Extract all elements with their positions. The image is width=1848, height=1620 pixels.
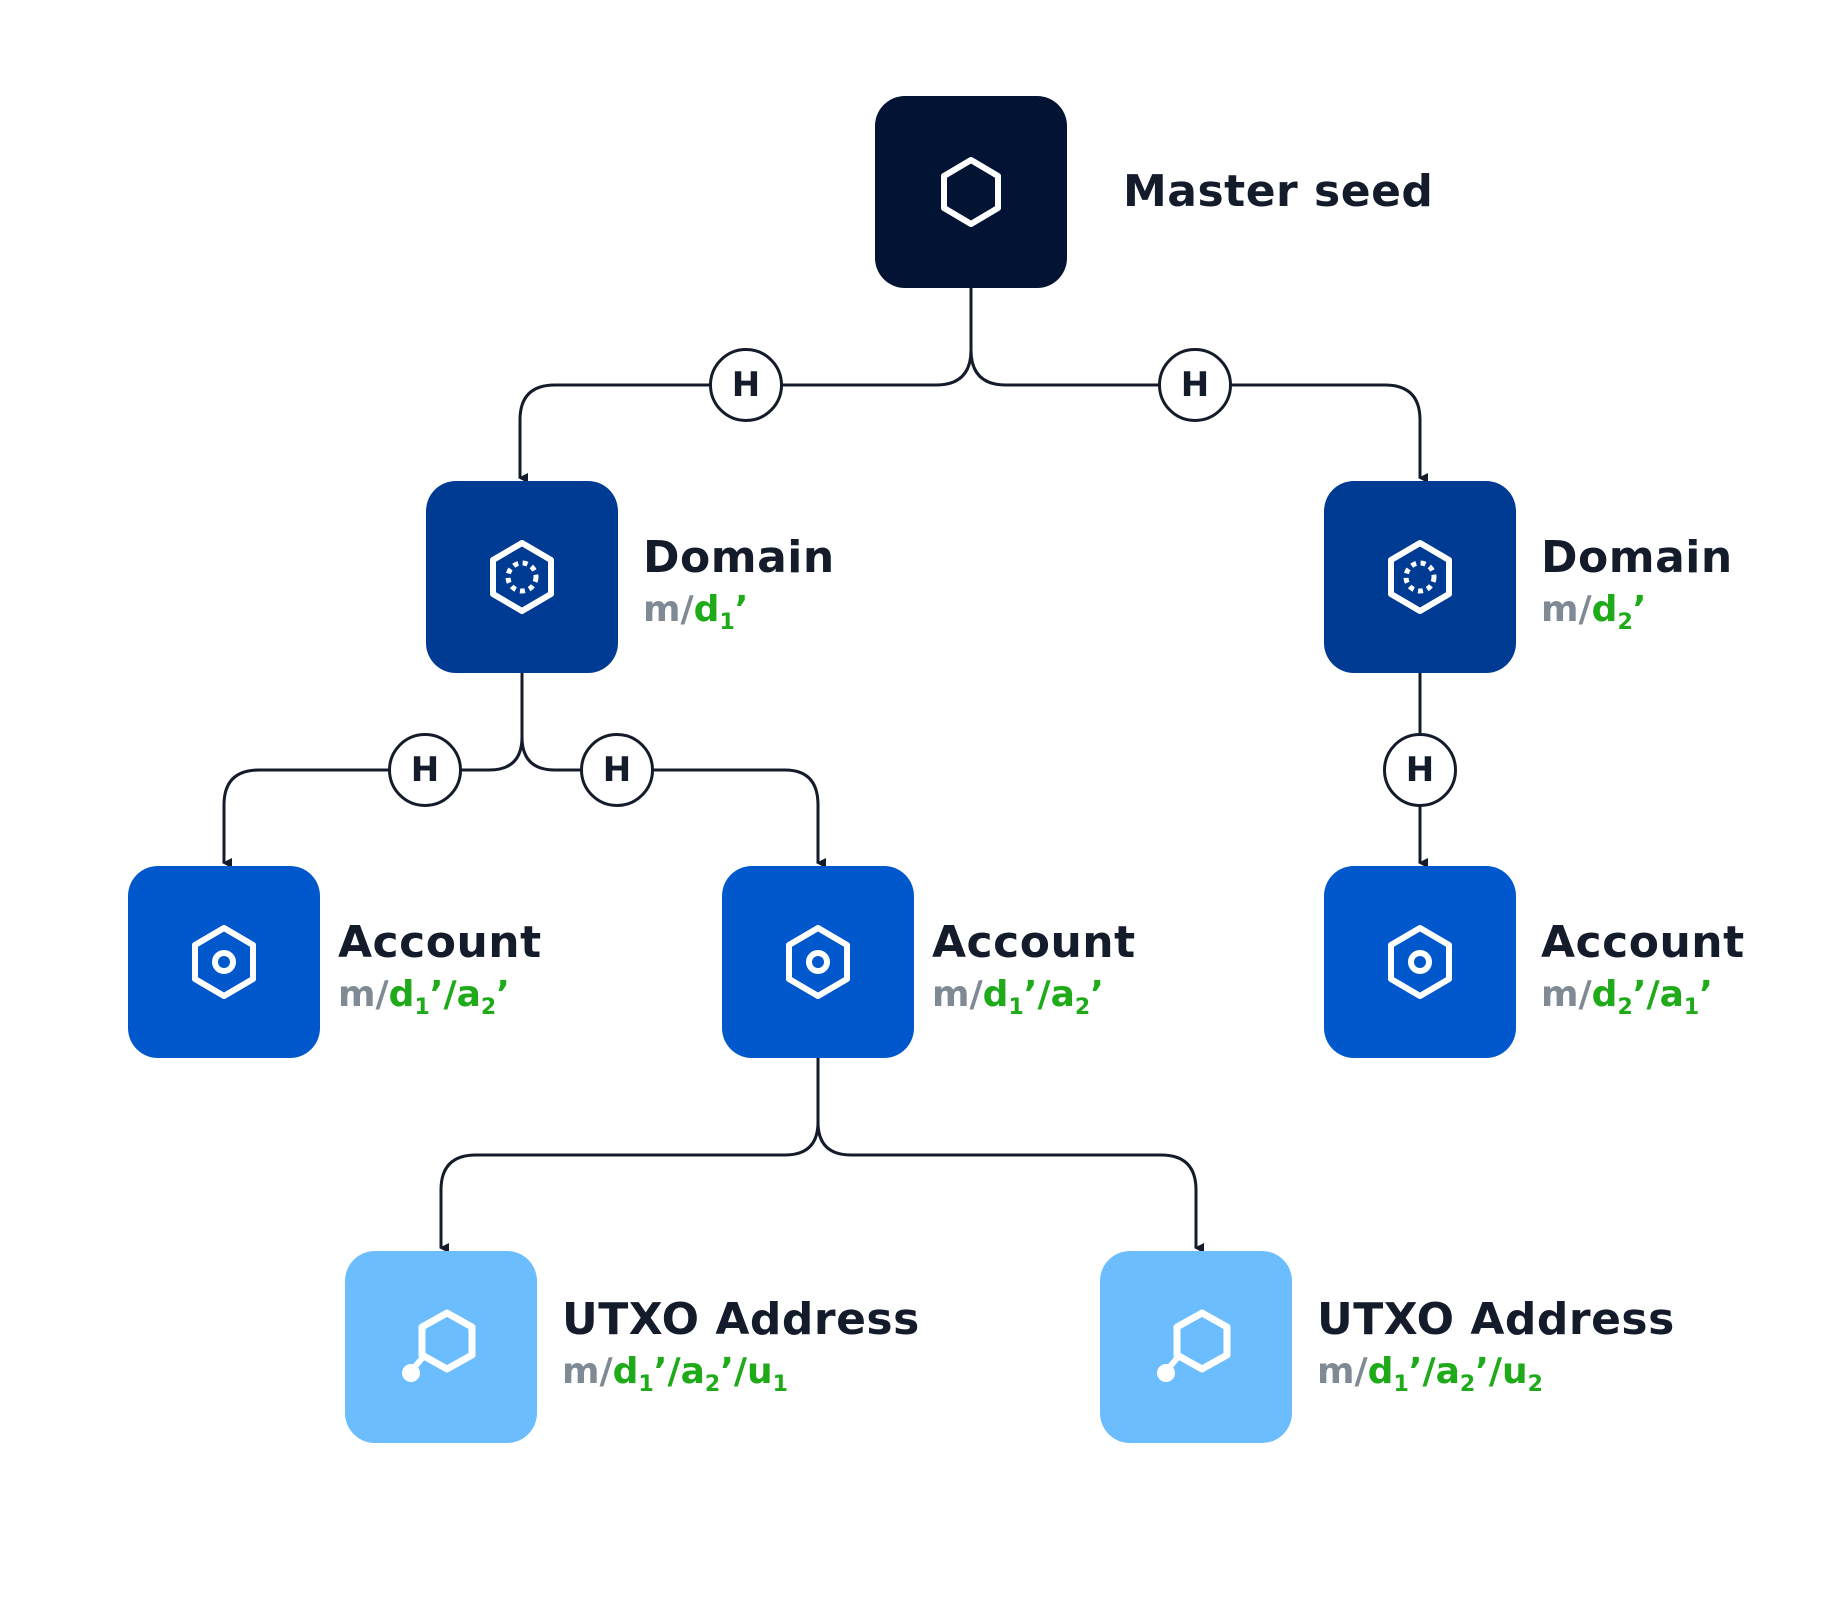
derivation-path: m/d2’	[1541, 589, 1647, 635]
hexagon-outline-icon	[941, 157, 1001, 227]
master-seed-label: Master seed	[1123, 170, 1433, 214]
node-title: Account	[1541, 917, 1745, 968]
utxo-label-2: UTXO Address m/d1’/a2’/u2	[1317, 1294, 1675, 1397]
utxo-label-1: UTXO Address m/d1’/a2’/u1	[562, 1294, 920, 1397]
derivation-path: m/d1’/a2’	[338, 974, 510, 1020]
derivation-path: m/d1’/a2’	[932, 974, 1104, 1020]
domain-node-1	[426, 481, 618, 673]
node-title: Domain	[1541, 532, 1733, 583]
edge-account2-utxo1	[439, 1058, 820, 1253]
utxo-node-1	[345, 1251, 537, 1443]
master-seed-node	[875, 96, 1067, 288]
hexagon-pin-icon	[402, 1309, 476, 1382]
edge-account2-utxo2	[816, 1058, 1204, 1253]
hardened-badge: H	[388, 733, 462, 807]
edge-domain1-account2	[520, 673, 826, 868]
hardened-badge: H	[1158, 348, 1232, 422]
hardened-badge: H	[580, 733, 654, 807]
domain-label-1: Domain m/d1’	[643, 532, 835, 635]
derivation-path: m/d1’/a2’/u1	[562, 1351, 788, 1397]
account-label-1: Account m/d1’/a2’	[338, 917, 542, 1020]
account-label-2: Account m/d1’/a2’	[932, 917, 1136, 1020]
hexagon-target-icon	[1388, 925, 1452, 999]
account-node-1	[128, 866, 320, 1058]
derivation-path: m/d2’/a1’	[1541, 974, 1713, 1020]
hardened-badge: H	[1383, 733, 1457, 807]
domain-label-2: Domain m/d2’	[1541, 532, 1733, 635]
node-title: UTXO Address	[1317, 1294, 1675, 1345]
account-node-2	[722, 866, 914, 1058]
hexagon-target-icon	[192, 925, 256, 999]
node-title: UTXO Address	[562, 1294, 920, 1345]
domain-node-2	[1324, 481, 1516, 673]
derivation-path: m/d1’/a2’/u2	[1317, 1351, 1543, 1397]
derivation-path: m/d1’	[643, 589, 749, 635]
node-title: Account	[338, 917, 542, 968]
account-label-3: Account m/d2’/a1’	[1541, 917, 1745, 1020]
edge-domain1-account1	[222, 673, 524, 868]
hexagon-dotted-ring-icon	[490, 540, 554, 614]
node-title: Domain	[643, 532, 835, 583]
node-title: Account	[932, 917, 1136, 968]
hardened-badge: H	[709, 348, 783, 422]
hexagon-dotted-ring-icon	[1388, 540, 1452, 614]
hexagon-pin-icon	[1157, 1309, 1231, 1382]
hexagon-target-icon	[786, 925, 850, 999]
node-title: Master seed	[1123, 166, 1434, 217]
account-node-3	[1324, 866, 1516, 1058]
utxo-node-2	[1100, 1251, 1292, 1443]
